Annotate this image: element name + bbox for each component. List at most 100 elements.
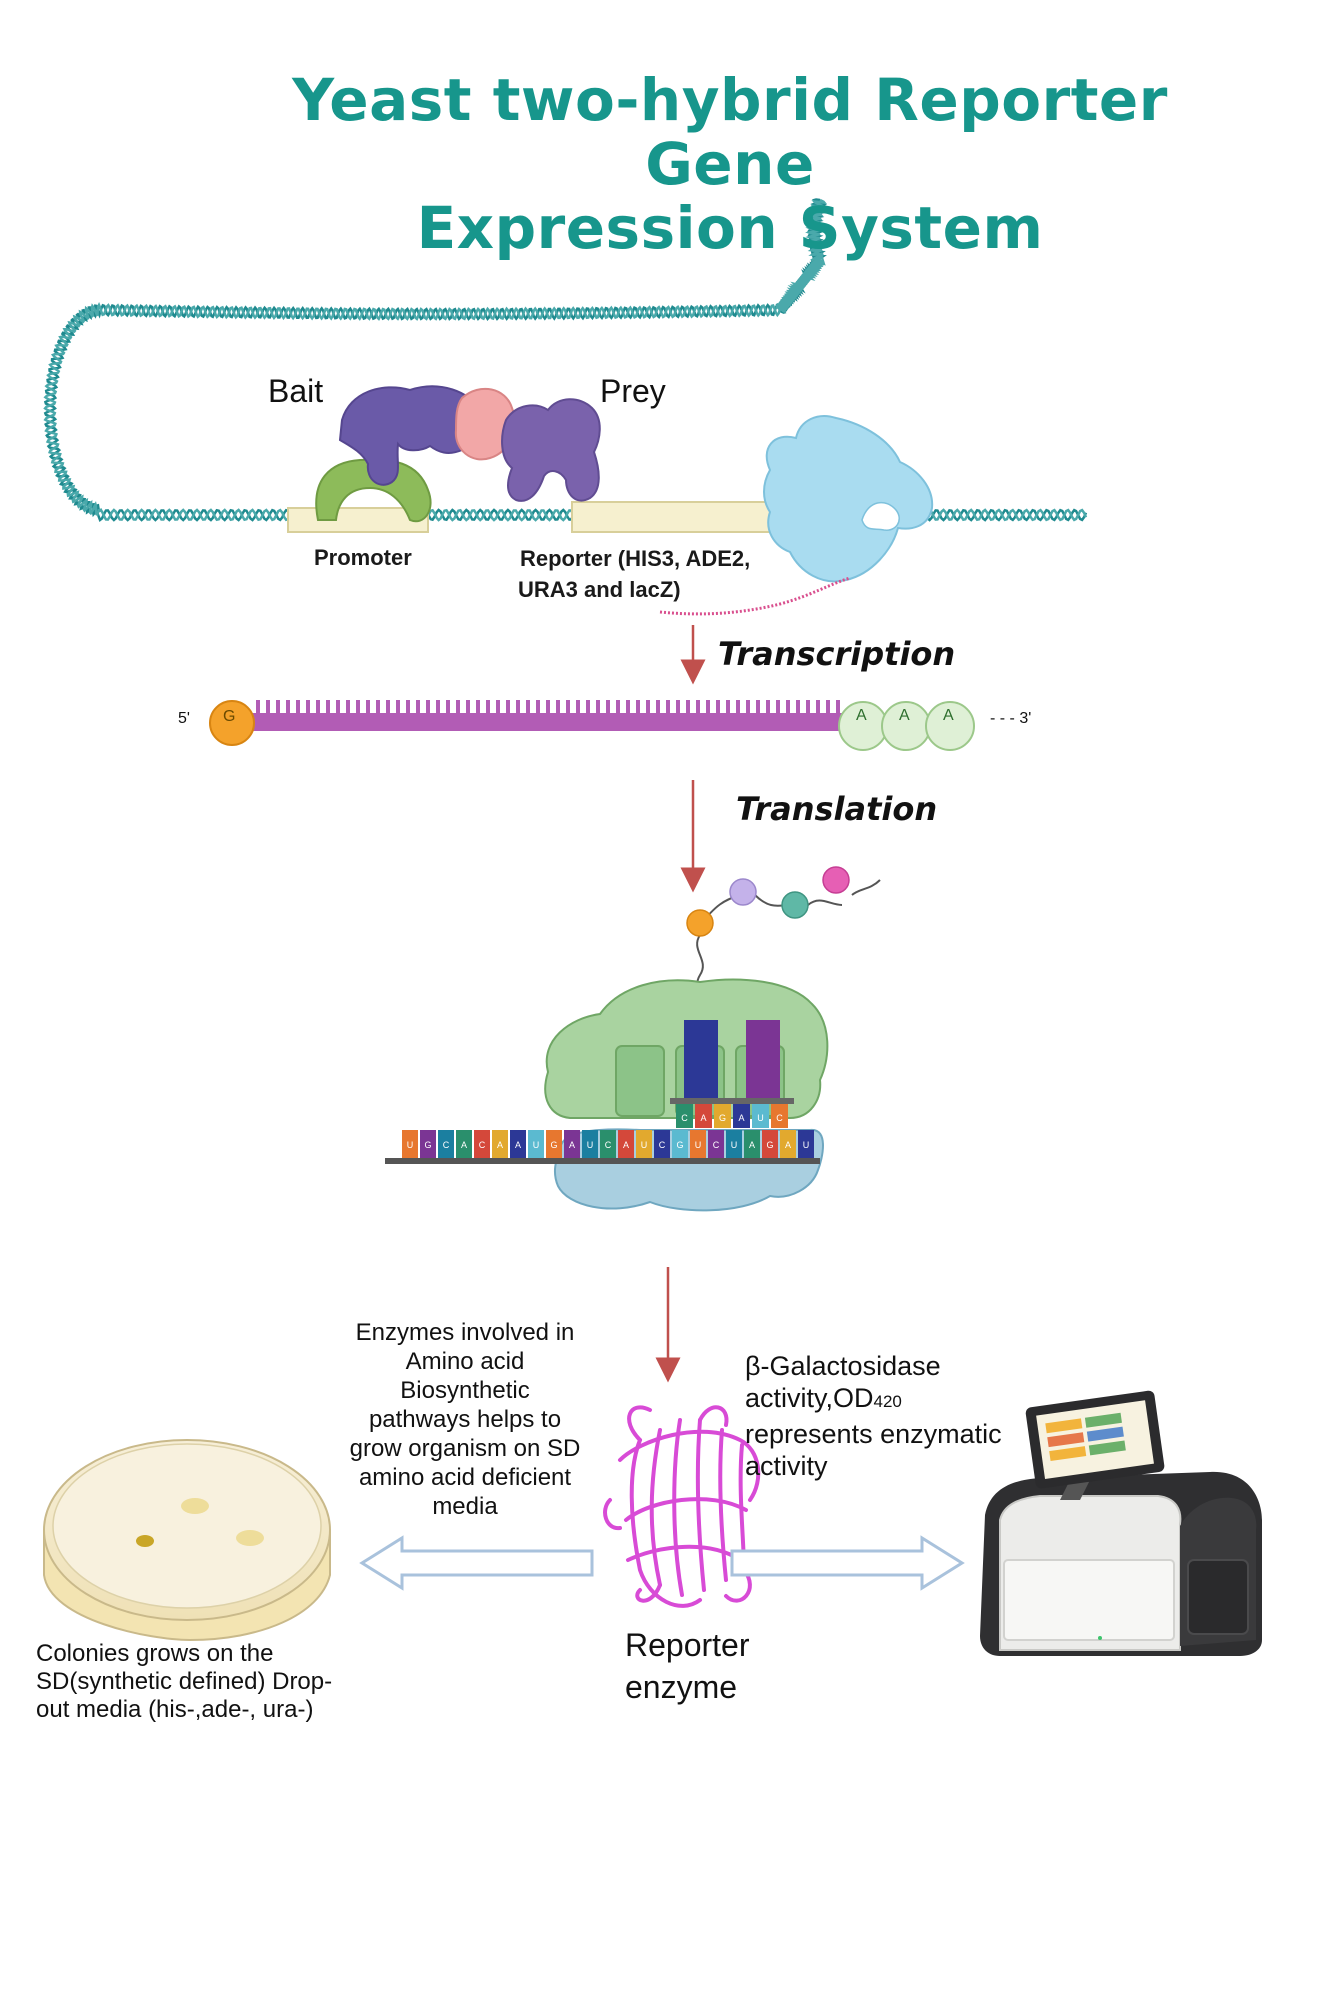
codon-letter: C <box>659 1140 666 1150</box>
mrna-nucleotide <box>656 700 660 714</box>
mrna-nucleotide <box>756 700 760 714</box>
yeast-colony <box>236 1530 264 1546</box>
mrna-nucleotide <box>636 700 640 714</box>
codon-letter: G <box>424 1140 431 1150</box>
mrna-nucleotide <box>456 700 460 714</box>
reporter-label-line-2: URA3 and lacZ) <box>518 577 681 602</box>
mrna-nucleotide <box>296 700 300 714</box>
bait-label: Bait <box>268 373 324 409</box>
galactosidase-line: activity <box>745 1451 828 1481</box>
mrna-nucleotide <box>716 700 720 714</box>
codon-base <box>744 1130 760 1158</box>
anticodon-letter: C <box>681 1113 688 1123</box>
enzymes-line: grow organism on SD <box>349 1435 581 1462</box>
mrna-nucleotide <box>746 700 750 714</box>
codon-base <box>474 1130 490 1158</box>
reporter-enzyme-structure <box>603 1405 761 1608</box>
anticodon-letter: A <box>738 1113 744 1123</box>
mrna-nucleotide <box>606 700 610 714</box>
title-line-2: Expression System <box>416 194 1044 262</box>
mrna-nucleotide <box>266 700 270 714</box>
mrna-nucleotide <box>546 700 550 714</box>
codon-letter: A <box>749 1140 755 1150</box>
trna-a-site <box>746 1020 780 1098</box>
codon-letter: G <box>676 1140 683 1150</box>
mrna-nucleotide <box>386 700 390 714</box>
mrna-nucleotide <box>816 700 820 714</box>
mrna-nucleotide <box>596 700 600 714</box>
mrna-nucleotide <box>466 700 470 714</box>
enzymes-line: Enzymes involved in <box>355 1319 575 1346</box>
colonies-line: SD(synthetic defined) Drop- <box>36 1668 333 1695</box>
interaction-domain <box>454 388 516 461</box>
tablet-stand <box>1060 1480 1090 1500</box>
five-prime-label: 5' <box>178 710 190 727</box>
enzymes-line: Amino acid <box>405 1348 525 1375</box>
amino-acid-bead <box>729 878 757 906</box>
dna-binding-domain <box>315 458 432 523</box>
mrna-track <box>385 1158 820 1164</box>
mrna-nucleotide <box>486 700 490 714</box>
codon-base <box>636 1130 652 1158</box>
prey-protein <box>501 398 601 502</box>
cap-base-label: G <box>223 708 236 725</box>
mrna-nucleotide <box>566 700 570 714</box>
promoter-region <box>287 507 429 533</box>
galactosidase-description: β-Galactosidase activity,OD420 represent… <box>745 1350 1002 1482</box>
mrna-nucleotide <box>736 700 740 714</box>
codon-letter: G <box>550 1140 557 1150</box>
mrna-nucleotide <box>426 700 430 714</box>
codon-base <box>708 1130 724 1158</box>
plate-reader <box>980 1390 1262 1656</box>
five-prime-cap <box>209 700 255 746</box>
codon-base <box>420 1130 436 1158</box>
codon-base <box>618 1130 634 1158</box>
enzymes-line: pathways helps to <box>368 1406 562 1433</box>
od-label: activity,OD <box>745 1383 874 1413</box>
codon-base <box>546 1130 562 1158</box>
prey-label: Prey <box>600 373 666 409</box>
mrna-nucleotide <box>436 700 440 714</box>
mrna-nucleotide <box>556 700 560 714</box>
poly-a-label: A <box>899 707 910 724</box>
codon-letter: A <box>785 1140 791 1150</box>
codon-letter: U <box>731 1140 738 1150</box>
codon-base <box>438 1130 454 1158</box>
codon-letter: U <box>587 1140 594 1150</box>
codon-base <box>780 1130 796 1158</box>
mrna-nucleotide <box>696 700 700 714</box>
mrna-nucleotide <box>326 700 330 714</box>
mrna-nucleotide <box>366 700 370 714</box>
galactosidase-line: β-Galactosidase <box>745 1351 941 1381</box>
reporter-enzyme-line: enzyme <box>625 1669 738 1705</box>
amino-acid-bead <box>822 866 850 894</box>
mrna-nucleotide <box>586 700 590 714</box>
mrna-nucleotide <box>496 700 500 714</box>
galactosidase-line: represents enzymatic <box>745 1419 1002 1449</box>
mrna-nucleotide <box>376 700 380 714</box>
anticodon-base <box>676 1104 693 1128</box>
reporter-gene-region <box>571 501 783 533</box>
enzymes-description: Enzymes involved in Amino acid Biosynthe… <box>330 1318 600 1521</box>
promoter-label: Promoter <box>314 545 412 570</box>
anticodon-letter: U <box>757 1113 764 1123</box>
anticodon-letter: A <box>700 1113 706 1123</box>
mrna-nucleotide <box>786 700 790 714</box>
title-line-1: Yeast two-hybrid Reporter Gene <box>292 66 1168 198</box>
colonies-line: out media (his-,ade-, ura-) <box>36 1696 314 1723</box>
enzymes-line: Biosynthetic <box>400 1377 530 1404</box>
mrna-nucleotide <box>406 700 410 714</box>
codon-letter: A <box>569 1140 575 1150</box>
arrow-to-plate-reader <box>730 1535 965 1591</box>
colonies-description: Colonies grows on the SD(synthetic defin… <box>36 1640 332 1724</box>
od-wavelength: 420 <box>873 1392 902 1411</box>
codon-letter: U <box>641 1140 648 1150</box>
page-title: Yeast two-hybrid Reporter Gene Expressio… <box>230 68 1230 260</box>
codon-letter: C <box>713 1140 720 1150</box>
mrna-nucleotide <box>826 700 830 714</box>
codon-base <box>582 1130 598 1158</box>
codon-letter: U <box>533 1140 540 1150</box>
enzymes-line: media <box>432 1493 498 1520</box>
codon-base <box>672 1130 688 1158</box>
